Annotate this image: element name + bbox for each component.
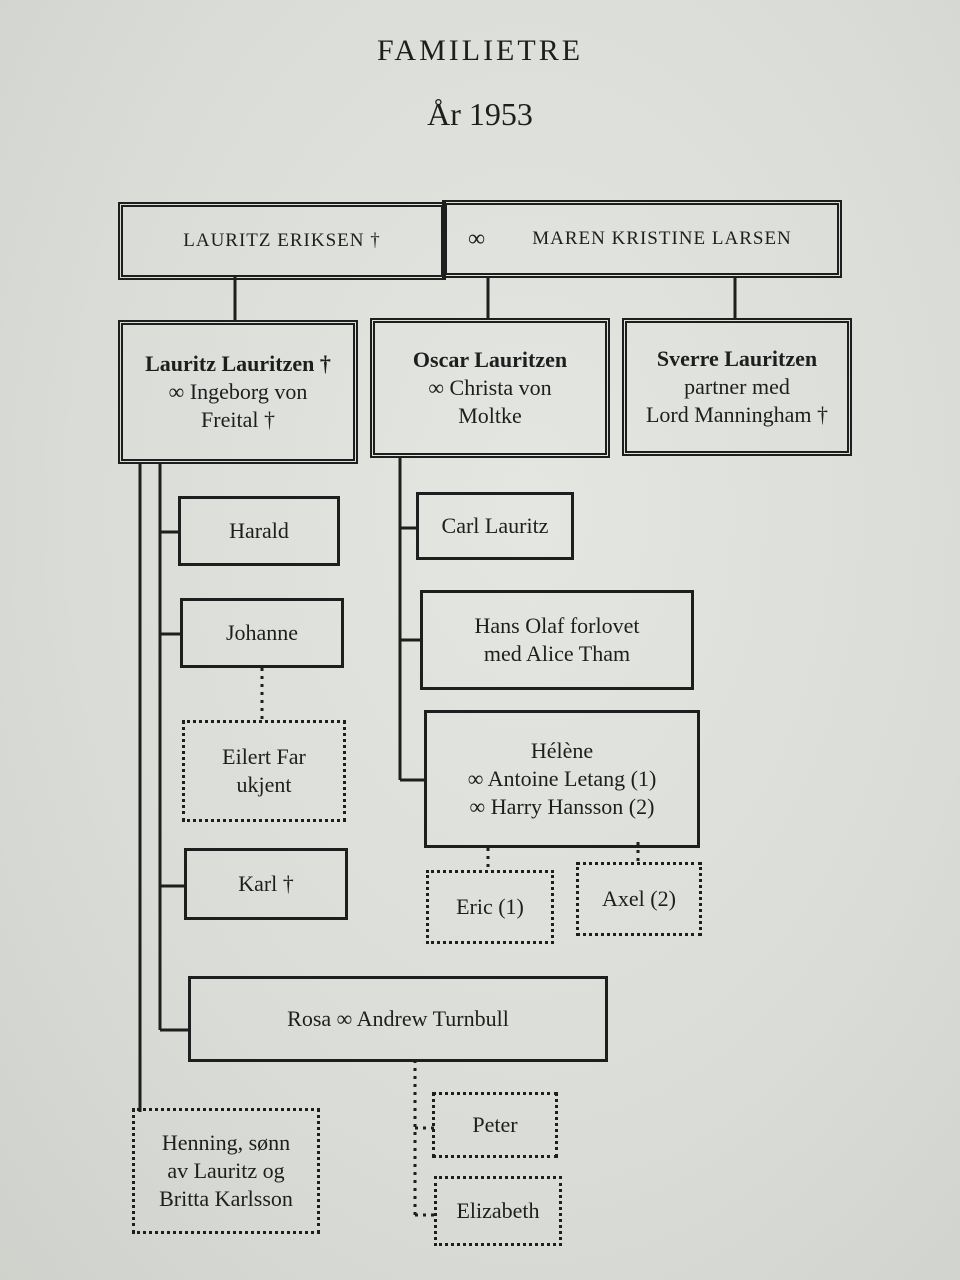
helene-box: Hélène ∞ Antoine Letang (1) ∞ Harry Hans… xyxy=(424,710,700,848)
hans-olaf-line2: med Alice Tham xyxy=(483,641,631,666)
oscar-spouse-line1: ∞ Christa von xyxy=(428,375,552,400)
henning-line2: av Lauritz og xyxy=(167,1158,285,1183)
elizabeth-name: Elizabeth xyxy=(456,1198,540,1223)
henning-line1: Henning, sønn xyxy=(161,1130,291,1155)
lauritz-lauritzen-box: Lauritz Lauritzen † ∞ Ingeborg von Freit… xyxy=(118,320,358,464)
eilert-line2: ukjent xyxy=(236,772,292,797)
oscar-lauritzen-name: Oscar Lauritzen xyxy=(412,347,568,372)
root-left-box: LAURITZ ERIKSEN † xyxy=(118,202,446,280)
eilert-box: Eilert Far ukjent xyxy=(182,720,346,822)
helene-name: Hélène xyxy=(530,738,594,763)
sverre-lauritzen-box: Sverre Lauritzen partner med Lord Mannin… xyxy=(622,318,852,456)
hans-olaf-box: Hans Olaf forlovet med Alice Tham xyxy=(420,590,694,690)
eric-name: Eric (1) xyxy=(456,894,524,919)
root-right-name: MAREN KRISTINE LARSEN xyxy=(532,228,792,249)
axel-name: Axel (2) xyxy=(602,886,676,911)
karl-box: Karl † xyxy=(184,848,348,920)
rosa-name: Rosa ∞ Andrew Turnbull xyxy=(287,1006,509,1031)
helene-spouse-1: ∞ Antoine Letang (1) xyxy=(467,766,657,791)
oscar-lauritzen-box: Oscar Lauritzen ∞ Christa von Moltke xyxy=(370,318,610,458)
eilert-line1: Eilert Far xyxy=(222,744,306,769)
henning-box: Henning, sønn av Lauritz og Britta Karls… xyxy=(132,1108,320,1234)
peter-box: Peter xyxy=(432,1092,558,1158)
root-left-name: LAURITZ ERIKSEN † xyxy=(183,230,381,251)
lauritz-spouse-line2: Freital † xyxy=(201,407,275,432)
harald-name: Harald xyxy=(229,518,289,543)
axel-box: Axel (2) xyxy=(576,862,702,936)
lauritz-spouse-line1: ∞ Ingeborg von xyxy=(168,379,308,404)
henning-line3: Britta Karlsson xyxy=(159,1186,293,1211)
hans-olaf-line1: Hans Olaf forlovet xyxy=(474,613,640,638)
eric-box: Eric (1) xyxy=(426,870,554,944)
peter-name: Peter xyxy=(472,1112,518,1137)
johanne-name: Johanne xyxy=(225,620,299,645)
helene-spouse-2: ∞ Harry Hansson (2) xyxy=(469,794,655,819)
page-title: FAMILIETRE xyxy=(376,34,584,67)
carl-lauritz-name: Carl Lauritz xyxy=(441,513,549,538)
carl-lauritz-box: Carl Lauritz xyxy=(416,492,574,560)
page-subtitle: År 1953 xyxy=(427,96,533,132)
lauritz-lauritzen-name: Lauritz Lauritzen † xyxy=(145,351,331,376)
root-right-box: ∞ MAREN KRISTINE LARSEN xyxy=(442,200,842,278)
oscar-spouse-line2: Moltke xyxy=(458,403,522,428)
sverre-lauritzen-name: Sverre Lauritzen xyxy=(656,346,818,371)
elizabeth-box: Elizabeth xyxy=(434,1176,562,1246)
harald-box: Harald xyxy=(178,496,340,566)
sverre-partner-line1: partner med xyxy=(684,374,790,399)
rosa-box: Rosa ∞ Andrew Turnbull xyxy=(188,976,608,1062)
johanne-box: Johanne xyxy=(180,598,344,668)
karl-name: Karl † xyxy=(238,871,294,896)
marriage-symbol: ∞ xyxy=(467,226,487,252)
sverre-partner-line2: Lord Manningham † xyxy=(645,402,829,427)
